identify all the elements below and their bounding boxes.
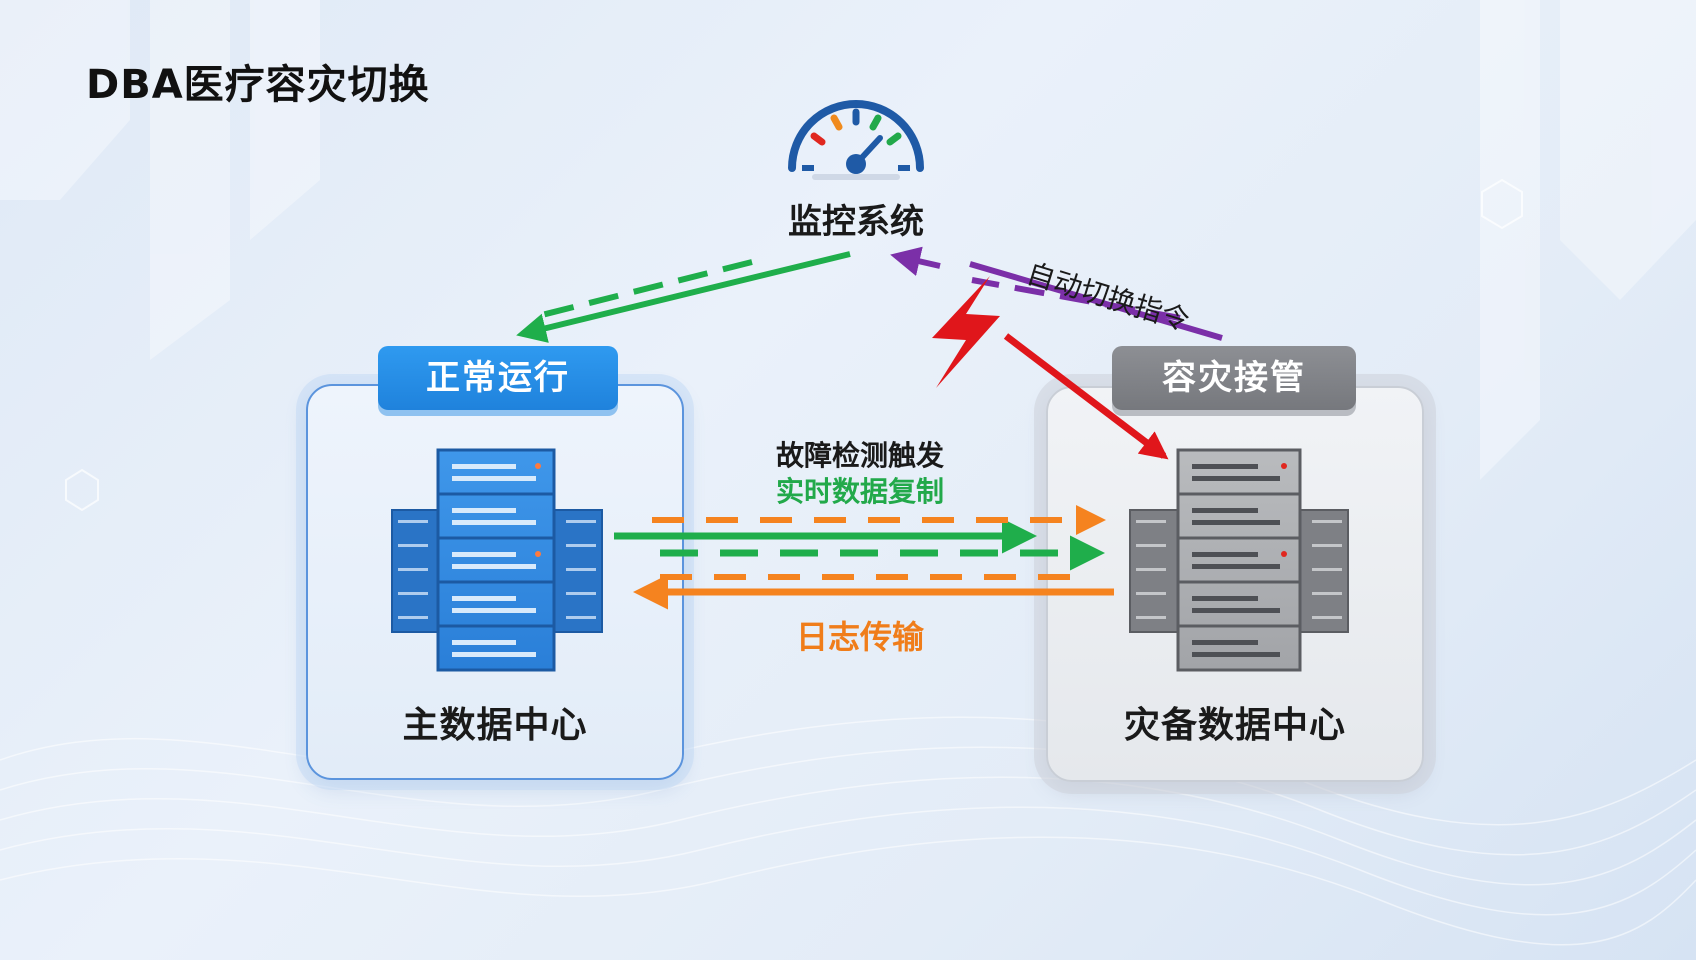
fault-lightning-icon xyxy=(932,276,1000,388)
backup-datacenter-label: 灾备数据中心 xyxy=(1123,705,1346,746)
status-badge-normal: 正常运行 xyxy=(378,346,618,410)
replication-label: 实时数据复制 xyxy=(775,475,944,508)
monitor-to-primary-arrow xyxy=(516,251,851,343)
primary-server-icon xyxy=(391,448,603,672)
backup-server-icon xyxy=(1129,448,1349,672)
fault-detection-label: 故障检测触发 xyxy=(775,439,944,472)
monitor-label: 监控系统 xyxy=(788,202,924,242)
gauge-icon xyxy=(788,100,924,180)
log-transfer-label: 日志传输 xyxy=(795,618,924,656)
log-transfer-arrows xyxy=(633,505,1114,610)
status-badge-takeover: 容灾接管 xyxy=(1112,346,1356,410)
switch-command-arrow xyxy=(890,246,1223,341)
replication-arrows xyxy=(614,518,1105,571)
fault-detection-arrow xyxy=(1003,333,1169,460)
page-title: DBA医疗容灾切换 xyxy=(86,62,430,108)
primary-datacenter-label: 主数据中心 xyxy=(402,705,588,746)
